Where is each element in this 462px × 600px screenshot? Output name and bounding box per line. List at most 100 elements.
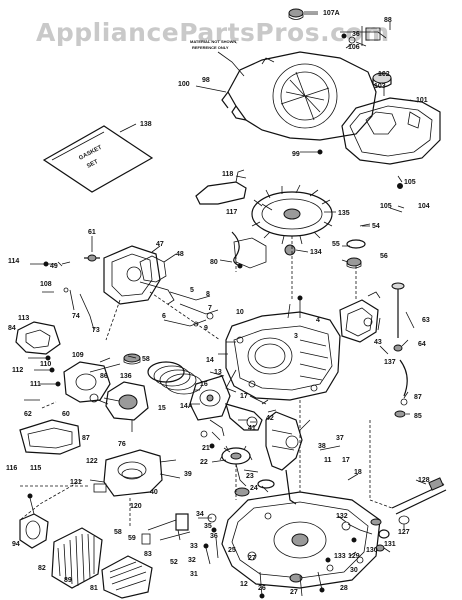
sump-bolts [203,537,325,599]
bracket-113 [15,321,61,355]
label-33: 33 [190,543,198,550]
label-21: 21 [202,445,210,452]
connecting-rod [225,399,277,431]
label-136: 136 [120,373,132,380]
piston-rings [147,361,203,395]
label-47: 47 [156,241,164,248]
valve-parts [200,419,225,449]
label-63: 63 [422,317,430,324]
governor-parts [141,513,217,545]
label-59: 59 [128,535,136,542]
label-83: 83 [144,551,152,558]
label-110: 110 [40,361,51,368]
label-38-right: 38 [318,443,326,450]
label-130: 130 [366,547,378,554]
label-106: 106 [348,44,360,51]
label-129: 129 [348,553,360,560]
carburetor-136 [89,381,149,432]
label-111: 111 [30,381,41,388]
breather-parts [340,26,387,49]
label-81: 81 [90,585,98,592]
label-103: 103 [374,83,386,90]
label-43: 43 [374,339,382,346]
gasket-121 [93,483,107,493]
label-34: 34 [196,511,204,518]
label-100: 100 [178,81,190,88]
guide-lines [19,236,393,526]
label-28: 28 [340,585,348,592]
label-127: 127 [398,529,410,536]
label-105-lower: 105 [380,203,392,210]
carburetor-body [103,245,175,305]
label-27-upper: 27 [248,555,256,562]
label-48: 48 [176,251,184,258]
label-132: 132 [336,513,348,520]
label-13: 13 [214,369,222,376]
label-26: 26 [258,585,266,592]
blower-housing [221,51,377,141]
label-120: 120 [130,503,142,510]
label-42: 42 [266,415,274,422]
oil-fill-parts [370,515,410,552]
governor-spring-parts [63,287,95,331]
oil-cap-107a [288,8,318,20]
label-49: 49 [50,263,58,270]
label-24: 24 [250,485,258,492]
fuel-cap [372,72,392,88]
label-101: 101 [416,97,428,104]
label-12: 12 [240,581,248,588]
label-74: 74 [72,313,80,320]
label-18: 18 [354,469,362,476]
label-4: 4 [316,317,320,324]
primer-58 [123,353,141,365]
label-104: 104 [418,203,430,210]
label-37: 37 [336,435,344,442]
label-128: 128 [418,477,430,484]
label-86: 86 [100,373,108,380]
label-8: 8 [206,291,210,298]
label-121: 121 [70,479,82,486]
label-113: 113 [18,315,29,322]
screw-99 [300,149,323,155]
label-7: 7 [208,305,212,312]
label-6: 6 [162,313,166,320]
label-89: 89 [64,577,72,584]
oil-fill-extension-128 [391,477,447,515]
shroud-note: MATERIAL NOT SHOWN, REFERENCE ONLY [190,39,245,77]
gasket-set-card: GASKET SET [42,125,154,193]
oil-seal-parts [234,479,303,583]
crankshaft [265,411,303,505]
crankcase-sump [221,491,381,589]
label-23: 23 [246,473,254,480]
label-64: 64 [418,341,426,348]
label-87-right: 87 [414,394,422,401]
label-60: 60 [62,411,70,418]
gasket-set-text-2: SET [86,159,99,170]
label-88: 88 [384,17,392,24]
label-11: 11 [324,457,332,464]
air-filter-cover [19,513,49,549]
label-17-lower: 17 [342,457,350,464]
label-105-upper: 105 [404,179,416,186]
label-39: 39 [184,471,192,478]
label-99: 99 [292,151,300,158]
flywheel [251,184,333,245]
label-56: 56 [380,253,388,260]
label-114: 114 [8,258,19,265]
label-17-upper: 17 [240,393,248,400]
intake-gasket [139,255,167,283]
label-5: 5 [190,287,194,294]
fuel-tank [341,97,441,165]
air-filter-element [51,527,103,589]
label-31: 31 [190,571,198,578]
dipstick [391,282,408,418]
label-36: 36 [210,533,218,540]
label-40: 40 [150,489,158,496]
label-133: 133 [334,553,346,560]
leader-lines [42,11,427,557]
label-10: 10 [236,309,244,316]
throttle-linkage [163,291,219,327]
pre-cleaner-81 [101,555,153,599]
air-intake-elbow [63,361,125,403]
label-98: 98 [202,77,210,84]
